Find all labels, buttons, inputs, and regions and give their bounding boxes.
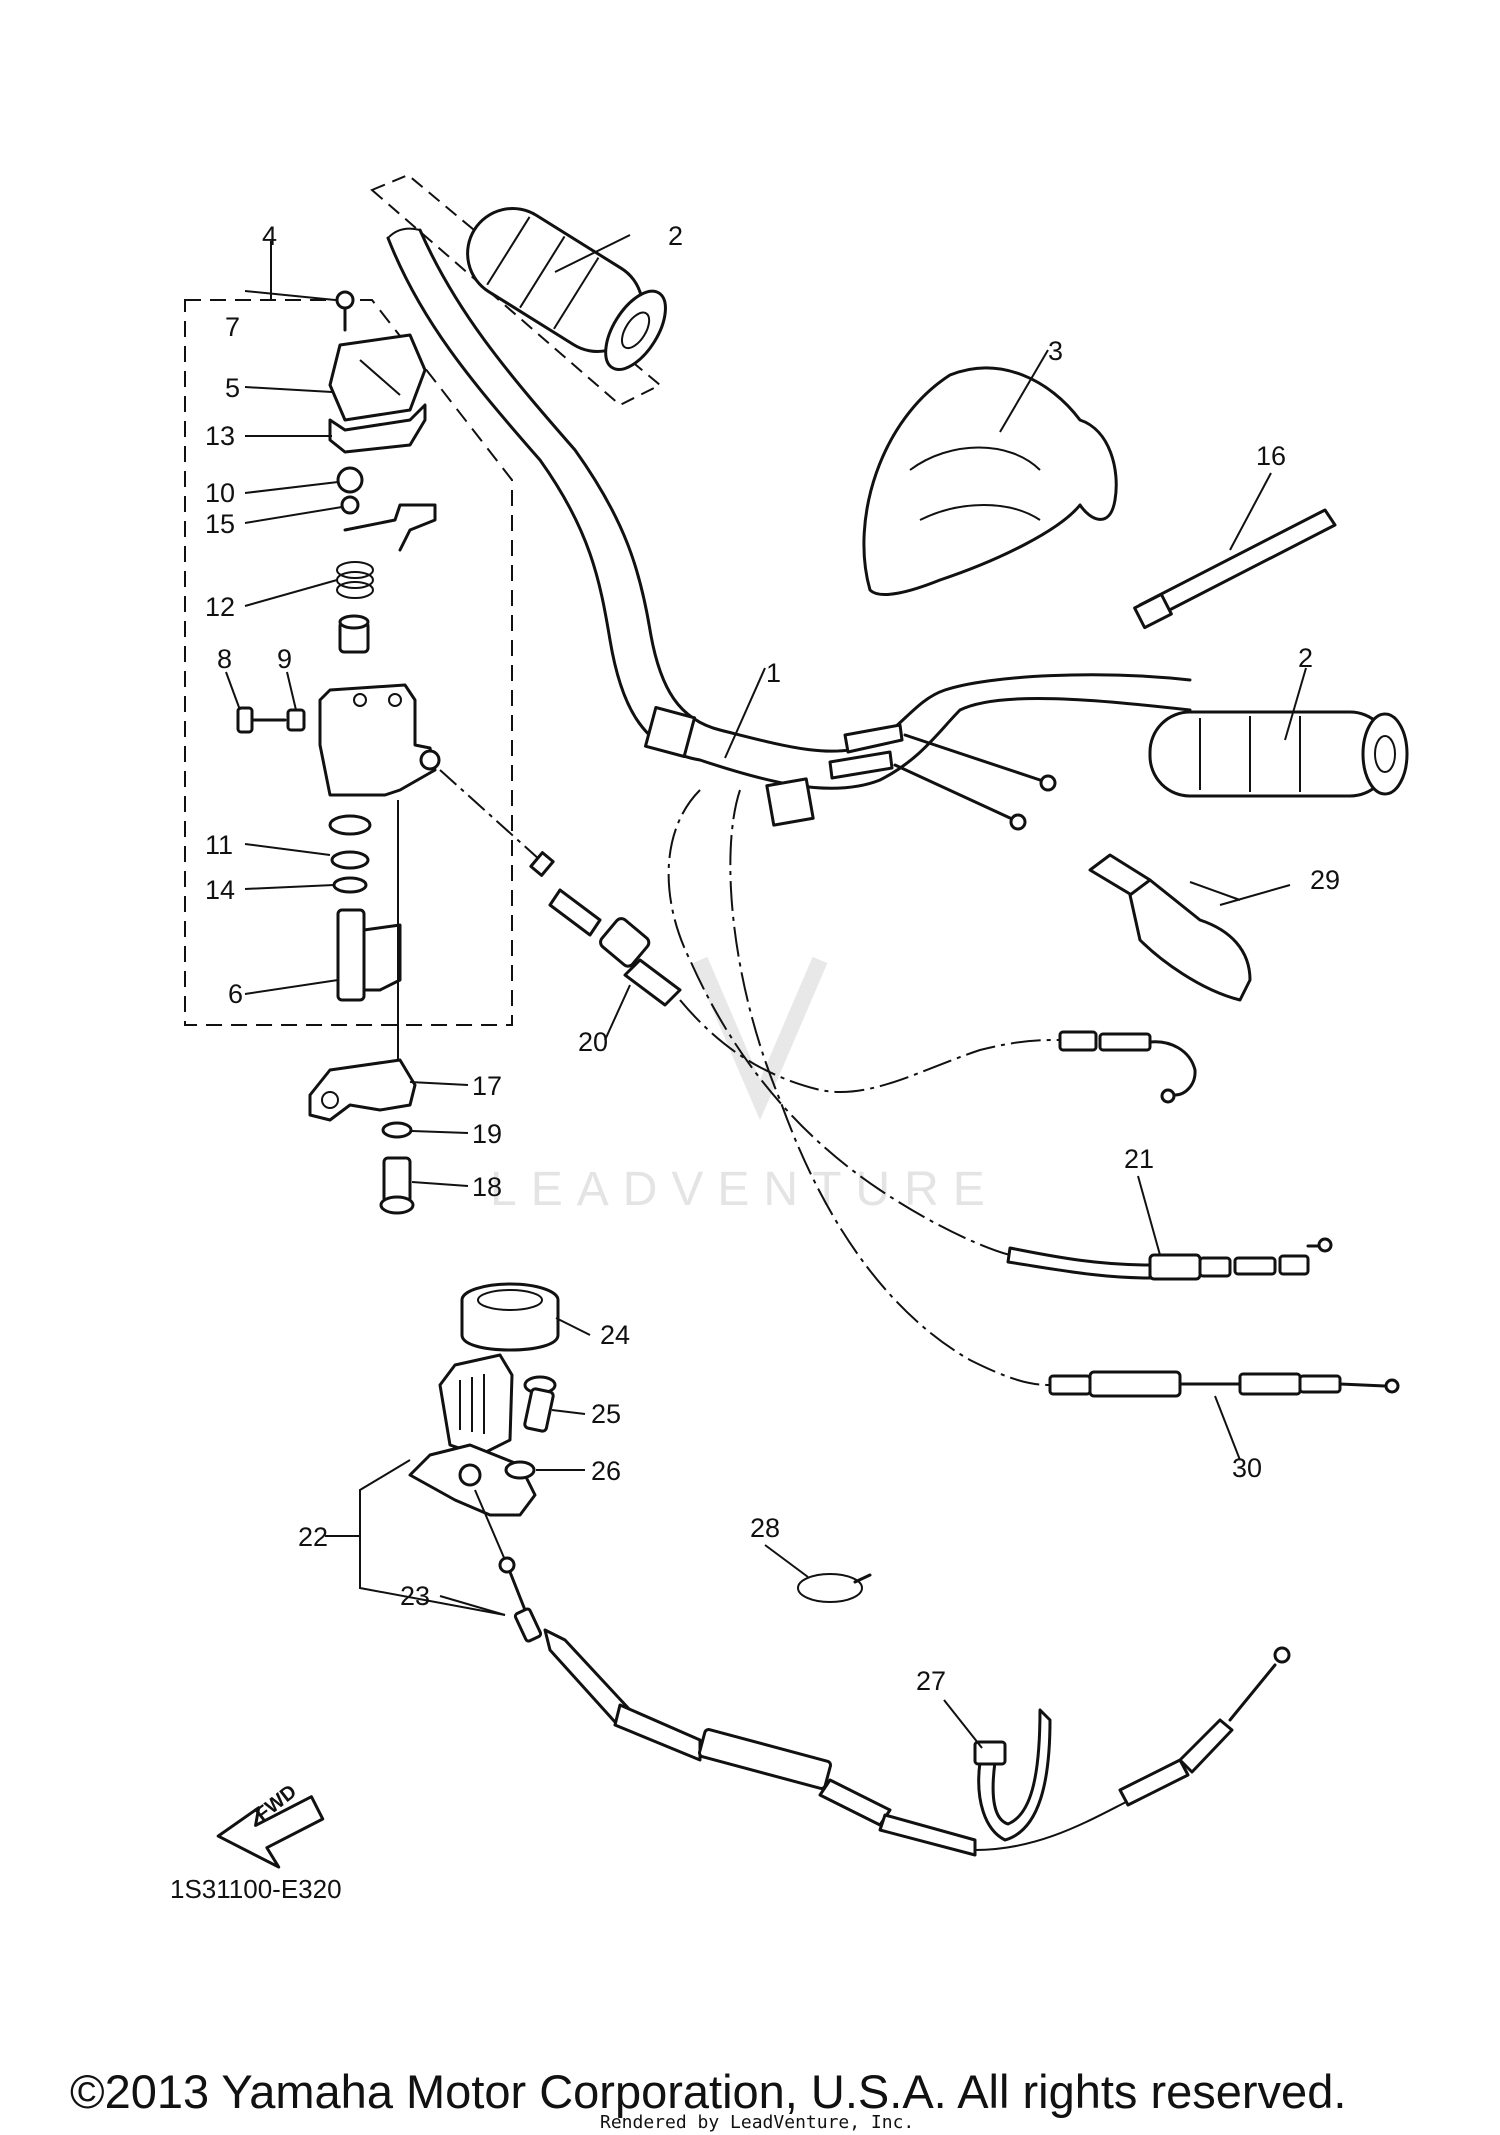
callout-18: 18 — [472, 1172, 502, 1202]
boot-29 — [1088, 853, 1252, 1002]
gasket-13 — [328, 403, 427, 454]
handlebar-pad — [862, 366, 1118, 597]
washer-14 — [332, 876, 368, 894]
callout-20: 20 — [578, 1027, 608, 1057]
callout-30: 30 — [1232, 1453, 1262, 1483]
screw-25 — [523, 1375, 557, 1433]
cable-23-end — [1118, 1646, 1291, 1807]
lever-15 — [340, 495, 437, 552]
leader-lines — [225, 234, 1307, 1749]
left-grip-outline — [370, 173, 662, 407]
cable-21 — [667, 789, 1333, 1281]
screw-7 — [335, 290, 355, 332]
rendered-by-note: Rendered by LeadVenture, Inc. — [600, 2112, 914, 2133]
bolt-18 — [379, 1156, 415, 1215]
callout-21: 21 — [1124, 1144, 1154, 1174]
callout-26: 26 — [591, 1456, 621, 1486]
cap-24 — [460, 1282, 560, 1352]
callout-27: 27 — [916, 1666, 946, 1696]
reference-code: 1S31100-E320 — [170, 1874, 342, 1904]
callout-17: 17 — [472, 1071, 502, 1101]
callout-13: 13 — [205, 421, 235, 451]
callout-25: 25 — [591, 1399, 621, 1429]
callout-labels: 1 2 2 3 4 5 6 7 8 9 10 11 12 13 14 15 16… — [205, 221, 1340, 1696]
grip-upper — [466, 207, 667, 371]
throttle-housing — [318, 683, 441, 797]
cable-23 — [474, 1489, 1131, 1857]
washer-19 — [381, 1121, 413, 1139]
callout-4: 4 — [262, 221, 277, 251]
nut-10 — [336, 466, 364, 494]
callout-2-upper: 2 — [668, 221, 683, 251]
bushing — [338, 614, 370, 654]
washer-26 — [504, 1460, 536, 1480]
callout-11: 11 — [205, 830, 233, 860]
callout-15: 15 — [205, 509, 235, 539]
bolt-8 — [236, 706, 287, 734]
washer-11 — [328, 814, 372, 870]
spring-12 — [336, 561, 374, 599]
callout-6: 6 — [228, 979, 243, 1009]
callout-23: 23 — [400, 1581, 430, 1611]
cover-5 — [328, 333, 427, 422]
switch-22 — [408, 1353, 537, 1517]
handlebar — [386, 227, 1192, 827]
svg-text:LEADVENTURE: LEADVENTURE — [490, 1163, 999, 1216]
callout-9: 9 — [277, 644, 292, 674]
callout-3: 3 — [1048, 336, 1063, 366]
lever-6 — [336, 908, 402, 1002]
clip-28 — [797, 1573, 872, 1603]
callout-7: 7 — [225, 312, 240, 342]
callout-19: 19 — [472, 1119, 502, 1149]
lever-cable-ends — [828, 723, 1057, 831]
throttle-cable — [439, 769, 1197, 1104]
callout-10: 10 — [205, 478, 235, 508]
callout-2-right: 2 — [1298, 643, 1313, 673]
callout-14: 14 — [205, 875, 235, 905]
callout-22: 22 — [298, 1522, 328, 1552]
grip-right — [1148, 710, 1409, 798]
callout-1: 1 — [766, 658, 781, 688]
callout-8: 8 — [217, 644, 232, 674]
cable-tie — [1133, 508, 1337, 630]
band-27 — [973, 1708, 1052, 1842]
callout-12: 12 — [205, 592, 235, 622]
callout-29: 29 — [1310, 865, 1340, 895]
callout-24: 24 — [600, 1320, 630, 1350]
clamp-17 — [308, 1058, 417, 1122]
copyright-notice: ©2013 Yamaha Motor Corporation, U.S.A. A… — [70, 2065, 1346, 2118]
nut-9 — [286, 708, 306, 732]
callout-5: 5 — [225, 373, 240, 403]
callout-16: 16 — [1256, 441, 1286, 471]
callout-28: 28 — [750, 1513, 780, 1543]
leadventure-watermark: LEADVENTURE — [490, 956, 999, 1216]
fwd-arrow-icon: FWD — [216, 1781, 325, 1869]
cable-30 — [729, 789, 1400, 1398]
